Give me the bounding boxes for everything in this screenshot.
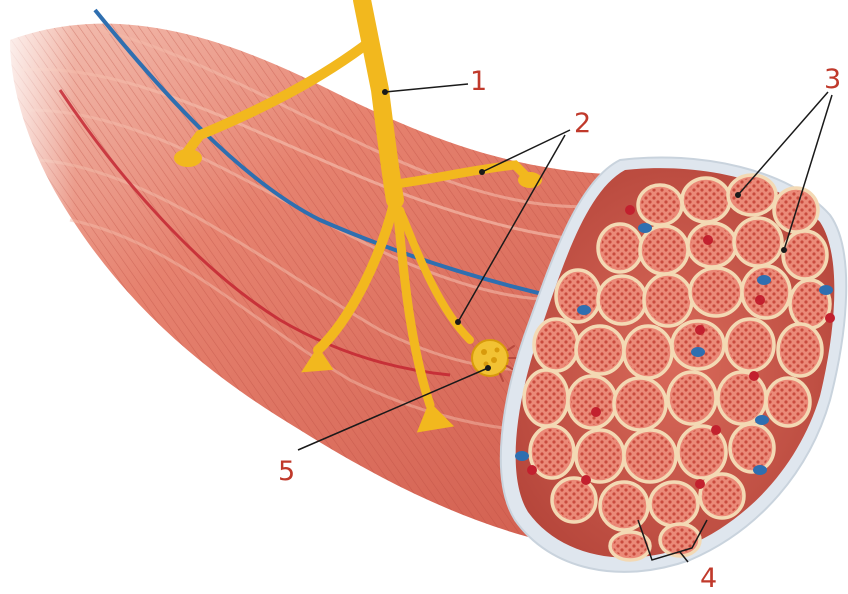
fascicle-myofibrils — [579, 433, 621, 479]
fascicle-myofibrils — [769, 381, 807, 423]
fascicle-myofibrils — [627, 329, 669, 375]
fascicle-myofibrils — [613, 535, 647, 557]
fascicle-myofibrils — [643, 229, 685, 271]
artery-section — [703, 235, 713, 245]
artery-section — [711, 425, 721, 435]
fascicle-myofibrils — [537, 322, 575, 368]
fascicle-myofibrils — [663, 527, 697, 553]
fascicle-myofibrils — [571, 379, 613, 425]
fascicle-myofibrils — [617, 381, 663, 427]
fascicle-myofibrils — [733, 427, 771, 469]
vein-section — [638, 223, 652, 233]
fascicle-myofibrils — [601, 227, 639, 269]
fascicle-myofibrils — [555, 481, 593, 519]
fascicle-myofibrils — [647, 277, 689, 323]
fascicle-myofibrils — [691, 226, 733, 264]
fascicle-myofibrils — [533, 429, 571, 475]
artery-section — [527, 465, 537, 475]
leader-3a — [738, 92, 828, 195]
fascicle-myofibrils — [721, 375, 763, 421]
label-1: 1 — [470, 68, 487, 95]
artery-section — [695, 479, 705, 489]
vein-section — [691, 347, 705, 357]
vein-section — [755, 415, 769, 425]
leader-1 — [385, 84, 468, 92]
nerve-ending-left — [174, 149, 202, 167]
fascicle-myofibrils — [737, 221, 779, 263]
fascicle-myofibrils — [781, 327, 819, 373]
vein-section — [515, 451, 529, 461]
vein-section — [753, 465, 767, 475]
label-5: 5 — [278, 458, 295, 485]
fascicle-myofibrils — [653, 485, 695, 523]
fascicle-myofibrils — [671, 375, 713, 421]
artery-section — [695, 325, 705, 335]
fascicle-myofibrils — [601, 279, 643, 321]
vein-section — [819, 285, 833, 295]
artery-section — [625, 205, 635, 215]
fascicle-myofibrils — [641, 188, 679, 222]
artery-section — [825, 313, 835, 323]
label-3: 3 — [824, 66, 841, 93]
fascicle-myofibrils — [729, 322, 771, 368]
artery-section — [591, 407, 601, 417]
fascicle-myofibrils — [527, 373, 565, 423]
artery-section — [749, 371, 759, 381]
vein-section — [577, 305, 591, 315]
artery-section — [755, 295, 765, 305]
vein-section — [757, 275, 771, 285]
fascicle-myofibrils — [681, 429, 723, 475]
fascicle-myofibrils — [786, 234, 824, 276]
artery-section — [581, 475, 591, 485]
label-4: 4 — [700, 565, 717, 592]
fascicle-myofibrils — [685, 181, 727, 219]
fascicle-myofibrils — [693, 271, 739, 313]
label-2: 2 — [574, 110, 591, 137]
fascicle-myofibrils — [627, 433, 673, 479]
fascicle-myofibrils — [703, 477, 741, 515]
fascicle-myofibrils — [579, 329, 621, 371]
